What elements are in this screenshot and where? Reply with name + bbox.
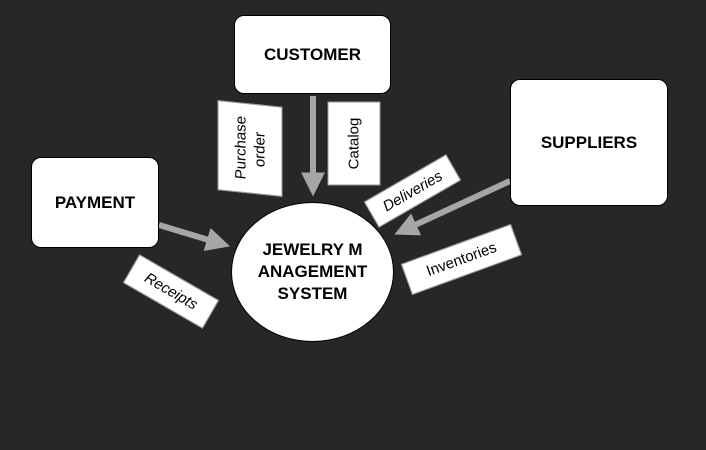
purchase-order-text: Purchase order [232,114,268,181]
process-label: JEWELRY MANAGEMENT SYSTEM [257,240,368,303]
suppliers-to-system-arrow [394,178,512,236]
purchase-order-flow-label: Purchase order [217,100,283,197]
customer-label: CUSTOMER [264,44,361,64]
catalog-flow-label: Catalog [327,101,381,186]
payment-entity: PAYMENT [31,157,159,248]
jewelry-management-system-process: JEWELRY MANAGEMENT SYSTEM [231,202,394,342]
customer-entity: CUSTOMER [234,15,391,94]
suppliers-label: SUPPLIERS [540,132,638,152]
suppliers-entity: SUPPLIERS [510,79,668,206]
payment-to-system-arrow [158,222,231,251]
payment-label: PAYMENT [54,192,136,212]
catalog-text: Catalog [345,117,363,170]
